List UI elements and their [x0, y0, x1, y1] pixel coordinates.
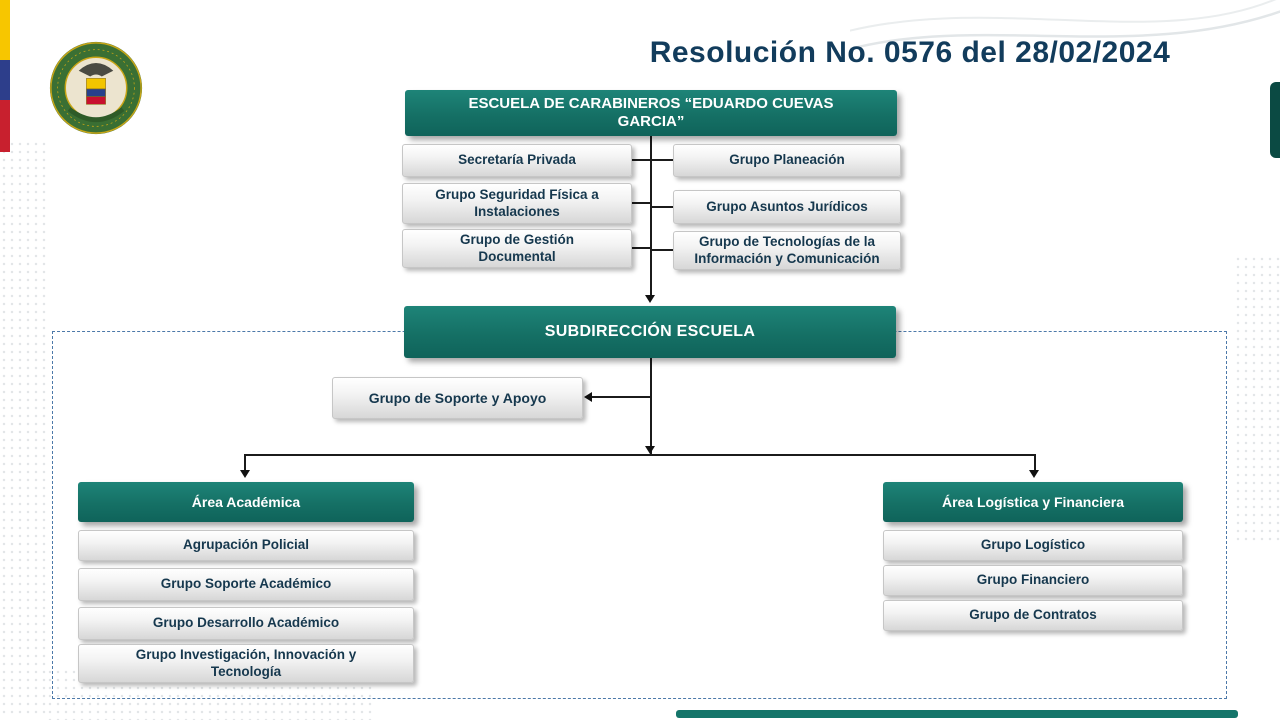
- flag-yellow-stripe: [0, 0, 10, 60]
- flag-blue-stripe: [0, 60, 10, 100]
- node-label: Área Académica: [191, 493, 301, 510]
- node-grupo-contratos: Grupo de Contratos: [883, 600, 1183, 631]
- node-label: Grupo Soporte Académico: [160, 576, 332, 592]
- node-asuntos-juridicos: Grupo Asuntos Jurídicos: [673, 190, 901, 224]
- node-soporte-apoyo: Grupo de Soporte y Apoyo: [332, 377, 583, 419]
- node-label: Grupo Planeación: [729, 152, 845, 168]
- halftone-dots-left: [0, 140, 46, 715]
- connector-drop-right: [1034, 454, 1036, 472]
- policia-nacional-logo: [49, 41, 143, 135]
- node-label: Secretaría Privada: [458, 152, 576, 168]
- arrow-down-icon: [645, 446, 655, 454]
- node-escuela-root: ESCUELA DE CARABINEROS “EDUARDO CUEVAS G…: [405, 90, 897, 136]
- node-soporte-academico: Grupo Soporte Académico: [78, 568, 414, 601]
- connector-sub-vertical: [650, 358, 652, 455]
- node-label: Área Logística y Financiera: [941, 493, 1125, 510]
- connector-distribution: [245, 454, 1035, 456]
- node-area-logistica: Área Logística y Financiera: [883, 482, 1183, 522]
- halftone-dots-right: [1234, 255, 1280, 545]
- node-area-academica: Área Académica: [78, 482, 414, 522]
- node-gestion-documental: Grupo de Gestión Documental: [402, 229, 632, 268]
- node-label: Grupo de Gestión Documental: [459, 232, 574, 264]
- arrow-left-icon: [584, 392, 592, 402]
- connector-stub: [632, 202, 651, 204]
- node-grupo-financiero: Grupo Financiero: [883, 565, 1183, 596]
- node-label: Grupo Desarrollo Académico: [152, 615, 340, 631]
- connector-support: [592, 396, 651, 398]
- node-label: Agrupación Policial: [182, 537, 310, 553]
- arrow-down-icon: [645, 295, 655, 303]
- flag-red-stripe: [0, 100, 10, 152]
- arrow-down-icon: [240, 470, 250, 478]
- connector-stub: [632, 247, 651, 249]
- connector-stub: [651, 249, 673, 251]
- node-grupo-planeacion: Grupo Planeación: [673, 144, 901, 177]
- bottom-edge-accent-bar: [676, 710, 1238, 718]
- node-label: Grupo Asuntos Jurídicos: [706, 198, 868, 214]
- node-agrupacion-policial: Agrupación Policial: [78, 530, 414, 561]
- node-label: Grupo de Contratos: [969, 607, 1097, 623]
- node-secretaria-privada: Secretaría Privada: [402, 144, 632, 177]
- decorative-curves: [850, 0, 1280, 51]
- node-grupo-logistico: Grupo Logístico: [883, 530, 1183, 561]
- node-tecnologias-informacion: Grupo de Tecnologías de la Información y…: [673, 231, 901, 270]
- node-label: Grupo Seguridad Física a Instalaciones: [435, 187, 599, 219]
- arrow-down-icon: [1029, 470, 1039, 478]
- node-label: ESCUELA DE CARABINEROS “EDUARDO CUEVAS G…: [468, 95, 834, 130]
- node-label: Grupo de Tecnologías de la Información y…: [694, 234, 880, 266]
- node-label: Grupo Logístico: [980, 537, 1086, 553]
- node-label: Grupo de Soporte y Apoyo: [368, 389, 547, 406]
- node-label: SUBDIRECCIÓN ESCUELA: [544, 323, 756, 341]
- page-title: Resolución No. 0576 del 28/02/2024: [649, 36, 1171, 69]
- right-edge-accent-bar: [1270, 82, 1280, 158]
- connector-stub: [651, 206, 673, 208]
- connector-drop-left: [244, 454, 246, 472]
- node-subdireccion-escuela: SUBDIRECCIÓN ESCUELA: [404, 306, 896, 358]
- node-seguridad-fisica: Grupo Seguridad Física a Instalaciones: [402, 183, 632, 224]
- connector-stub: [632, 159, 651, 161]
- node-desarrollo-academico: Grupo Desarrollo Académico: [78, 607, 414, 640]
- node-label: Grupo Investigación, Innovación y Tecnol…: [135, 647, 357, 679]
- node-investigacion-innovacion: Grupo Investigación, Innovación y Tecnol…: [78, 644, 414, 683]
- connector-root-vertical: [650, 135, 652, 298]
- node-label: Grupo Financiero: [976, 572, 1090, 588]
- connector-stub: [651, 159, 673, 161]
